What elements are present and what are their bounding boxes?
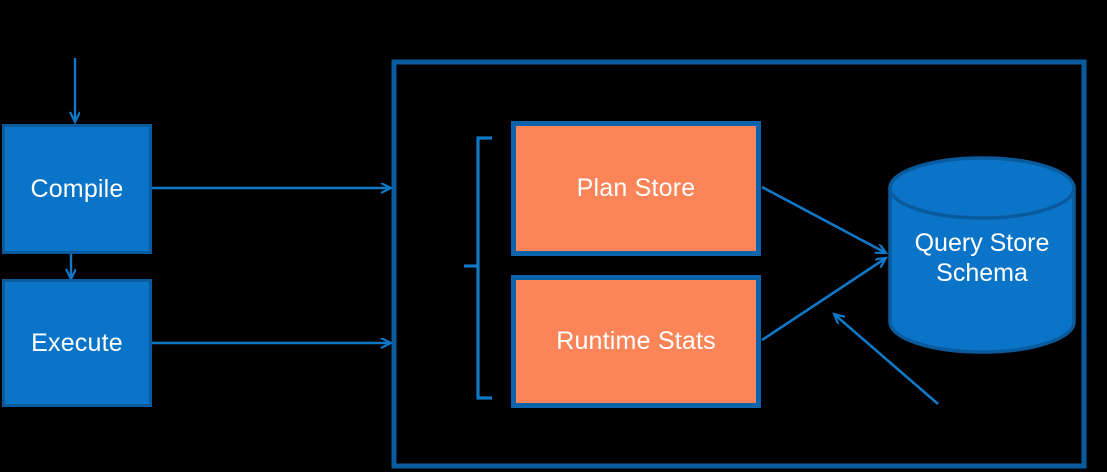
- process-node-execute-label: Execute: [31, 328, 123, 357]
- store-node-plan-store-label: Plan Store: [576, 174, 696, 203]
- process-node-compile-label: Compile: [30, 174, 124, 203]
- store-group-bracket: [464, 136, 492, 400]
- process-node-execute[interactable]: Execute: [2, 279, 152, 407]
- store-node-runtime-stats[interactable]: Runtime Stats: [511, 275, 761, 408]
- connector-plan-store-to-db: [761, 185, 886, 253]
- database-cylinder[interactable]: [888, 156, 1076, 354]
- connector-external-to-db: [834, 314, 939, 405]
- query-store-container: [391, 59, 1087, 469]
- connector-runtime-stats-to-db: [761, 258, 886, 342]
- store-node-plan-store[interactable]: Plan Store: [511, 121, 761, 256]
- process-node-compile[interactable]: Compile: [2, 124, 152, 254]
- store-node-runtime-stats-label: Runtime Stats: [556, 327, 716, 356]
